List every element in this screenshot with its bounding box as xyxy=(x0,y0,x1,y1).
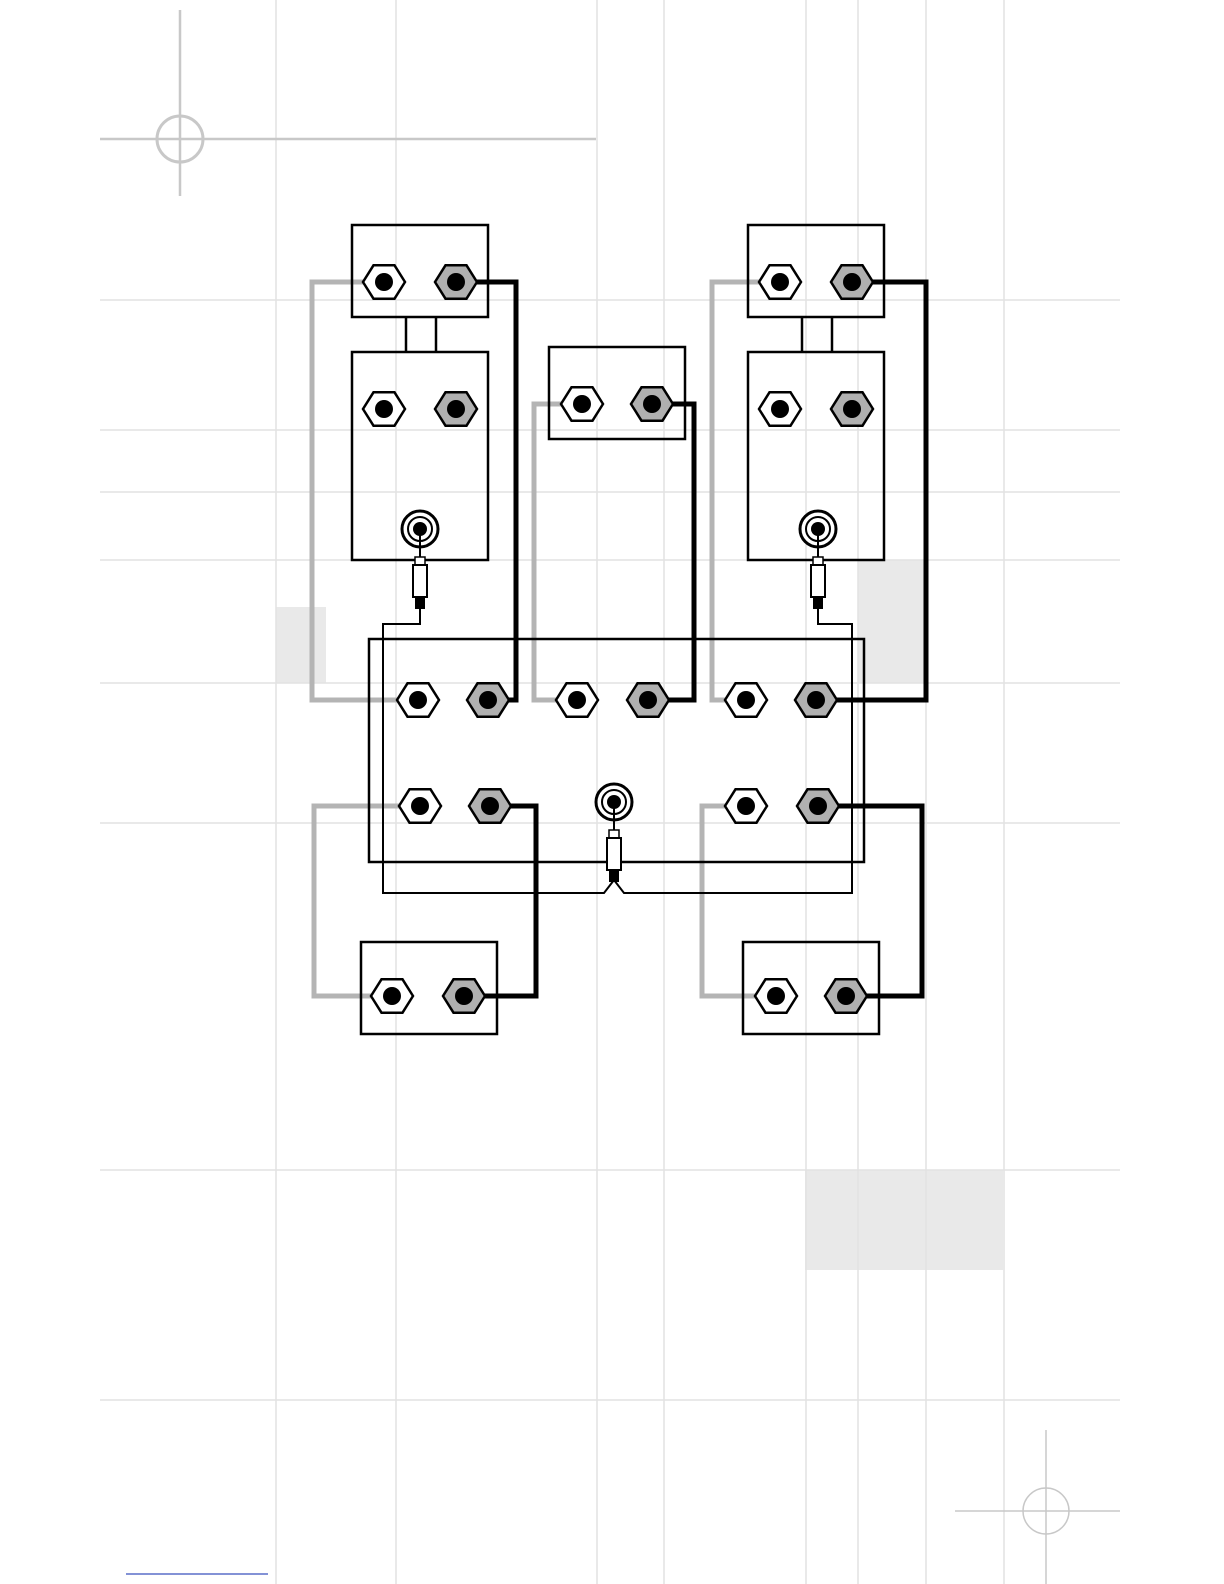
speaker-wire-black xyxy=(464,806,536,996)
hex-terminal-icon xyxy=(759,392,801,425)
speaker-wire-black xyxy=(456,282,516,700)
terminal-post xyxy=(447,400,465,418)
speaker-wire-grey xyxy=(312,282,418,700)
hex-terminal-icon xyxy=(759,265,801,298)
plug-body xyxy=(811,565,825,597)
hex-terminal-icon xyxy=(435,265,477,298)
hex-terminal-icon xyxy=(467,683,509,716)
speaker-wire-black xyxy=(818,806,922,996)
speaker-wire-grey xyxy=(534,404,582,700)
speaker-wire-grey xyxy=(314,806,420,996)
terminal-post xyxy=(479,691,497,709)
terminal-post xyxy=(383,987,401,1005)
terminal-post xyxy=(481,797,499,815)
terminal-post xyxy=(639,691,657,709)
registration-mark-bottom-right xyxy=(955,1430,1120,1584)
terminal-post xyxy=(643,395,661,413)
plug-strain-relief xyxy=(415,597,425,609)
terminal-post xyxy=(568,691,586,709)
hex-terminal-icon xyxy=(363,392,405,425)
shade-block-bottom xyxy=(805,1170,1003,1270)
terminal-post xyxy=(409,691,427,709)
hex-terminal-icon xyxy=(371,979,413,1012)
hex-terminal-icon xyxy=(443,979,485,1012)
terminal-post xyxy=(455,987,473,1005)
hex-terminal-icon xyxy=(797,789,839,822)
speaker-wire-grey xyxy=(702,806,776,996)
terminal-post xyxy=(447,273,465,291)
rca-jacks xyxy=(402,511,836,882)
terminal-post xyxy=(375,273,393,291)
terminal-post xyxy=(771,273,789,291)
terminal-post xyxy=(737,691,755,709)
plug-collar xyxy=(813,557,823,565)
plug-body xyxy=(413,565,427,597)
terminal-post xyxy=(375,400,393,418)
hex-terminal-icon xyxy=(469,789,511,822)
background-shading xyxy=(276,560,1003,1270)
terminal-post xyxy=(573,395,591,413)
hex-terminal-icon xyxy=(435,392,477,425)
jack-center xyxy=(811,522,825,536)
terminal-post xyxy=(807,691,825,709)
terminal-post xyxy=(843,273,861,291)
plug-collar xyxy=(609,830,619,838)
terminal-post xyxy=(767,987,785,1005)
plug-collar xyxy=(415,557,425,565)
terminal-post xyxy=(737,797,755,815)
hex-terminal-icon xyxy=(825,979,867,1012)
plug-body xyxy=(607,838,621,870)
plug-strain-relief xyxy=(813,597,823,609)
jack-center xyxy=(413,522,427,536)
hex-terminal-icon xyxy=(795,683,837,716)
hex-terminal-icon xyxy=(397,683,439,716)
hex-terminal-icon xyxy=(725,683,767,716)
plug-strain-relief xyxy=(609,870,619,882)
terminal-post xyxy=(843,400,861,418)
hex-terminal-icon xyxy=(831,265,873,298)
hex-terminal-icon xyxy=(755,979,797,1012)
hex-terminal-icon xyxy=(725,789,767,822)
hex-terminal-icon xyxy=(363,265,405,298)
receiver-unit-box xyxy=(369,639,864,862)
hex-terminal-icon xyxy=(627,683,669,716)
shade-block-left xyxy=(276,607,326,683)
speaker-boxes xyxy=(352,225,884,1034)
terminal-post xyxy=(771,400,789,418)
terminal-post xyxy=(411,797,429,815)
hex-terminal-icon xyxy=(556,683,598,716)
terminal-post xyxy=(809,797,827,815)
speaker-wire-grey xyxy=(712,282,780,700)
registration-mark-top-left xyxy=(100,10,596,196)
jack-center xyxy=(607,795,621,809)
hex-terminal-icon xyxy=(831,392,873,425)
hex-terminal-icon xyxy=(561,387,603,420)
speaker-wire-black xyxy=(648,404,694,700)
hex-terminal-icon xyxy=(631,387,673,420)
hex-terminal-icon xyxy=(399,789,441,822)
terminal-post xyxy=(837,987,855,1005)
shade-block-right xyxy=(858,560,926,683)
